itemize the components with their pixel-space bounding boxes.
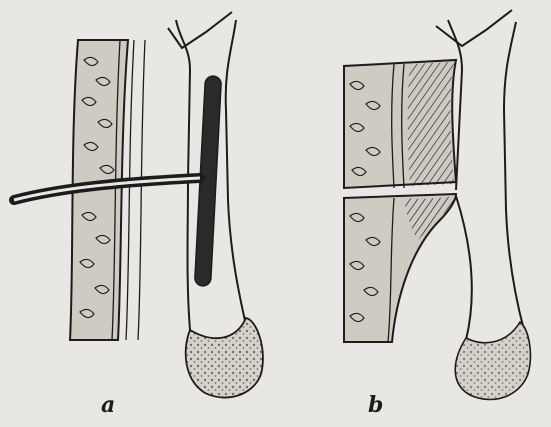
- panel-b: [344, 10, 530, 399]
- panel-a: [14, 12, 263, 398]
- tissue-block-upper-b: [344, 60, 456, 188]
- panel-label-b: b: [368, 392, 383, 418]
- mass-a: [186, 318, 263, 398]
- panel-label-a: a: [101, 392, 115, 418]
- tissue-block-lower-b: [344, 194, 456, 342]
